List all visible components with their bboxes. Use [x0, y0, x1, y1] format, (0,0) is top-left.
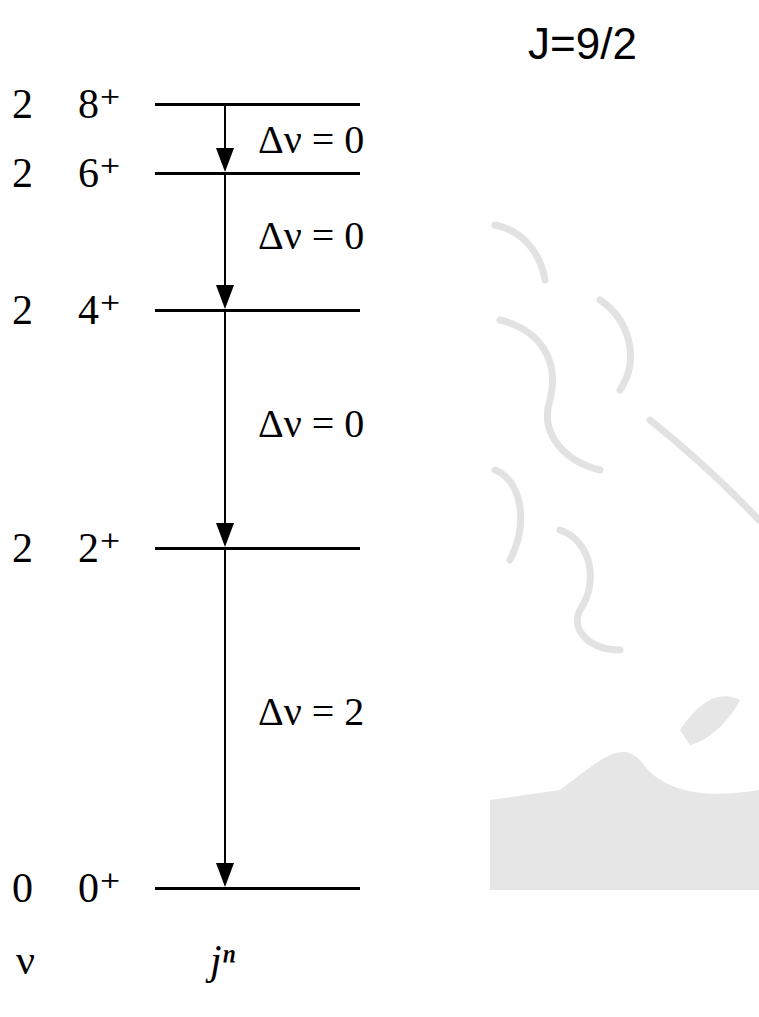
configuration-label: jⁿ [210, 932, 235, 988]
transition-label: Δν = 0 [254, 114, 368, 166]
level-line [155, 887, 360, 890]
level-line [155, 103, 360, 106]
watermark-stroke [495, 470, 521, 560]
transition-label: Δν = 0 [254, 398, 368, 450]
spin-parity: 0⁺ [78, 858, 121, 918]
transition-arrow [216, 312, 234, 547]
transition-label: Δν = 2 [254, 686, 368, 738]
transition-arrow [216, 175, 234, 309]
energy-level: 0 0⁺ [0, 858, 362, 918]
energy-level: 2 2⁺ [0, 518, 362, 578]
seniority-number: 2 [12, 143, 33, 203]
transition-arrow [216, 106, 234, 172]
spin-parity: 6⁺ [78, 143, 121, 203]
level-line [155, 309, 360, 312]
diagram-title: J=9/2 [528, 14, 637, 74]
seniority-number: 2 [12, 280, 33, 340]
watermark-stroke [600, 300, 630, 390]
seniority-number: 2 [12, 518, 33, 578]
seniority-number: 2 [12, 74, 33, 134]
watermark-stroke [650, 420, 759, 520]
watermark-stroke [560, 530, 620, 650]
level-line [155, 172, 360, 175]
transition-label: Δν = 0 [254, 210, 368, 262]
seniority-number: 0 [12, 858, 33, 918]
spin-parity: 2⁺ [78, 518, 121, 578]
spin-parity: 4⁺ [78, 280, 121, 340]
watermark-stroke [495, 225, 545, 280]
watermark-shape [680, 696, 740, 745]
seniority-axis-label: ν [16, 932, 35, 988]
energy-level: 2 4⁺ [0, 280, 362, 340]
spin-parity: 8⁺ [78, 74, 121, 134]
watermark-stroke [500, 320, 600, 470]
watermark-shape [490, 752, 759, 890]
transition-arrow [216, 550, 234, 887]
level-line [155, 547, 360, 550]
